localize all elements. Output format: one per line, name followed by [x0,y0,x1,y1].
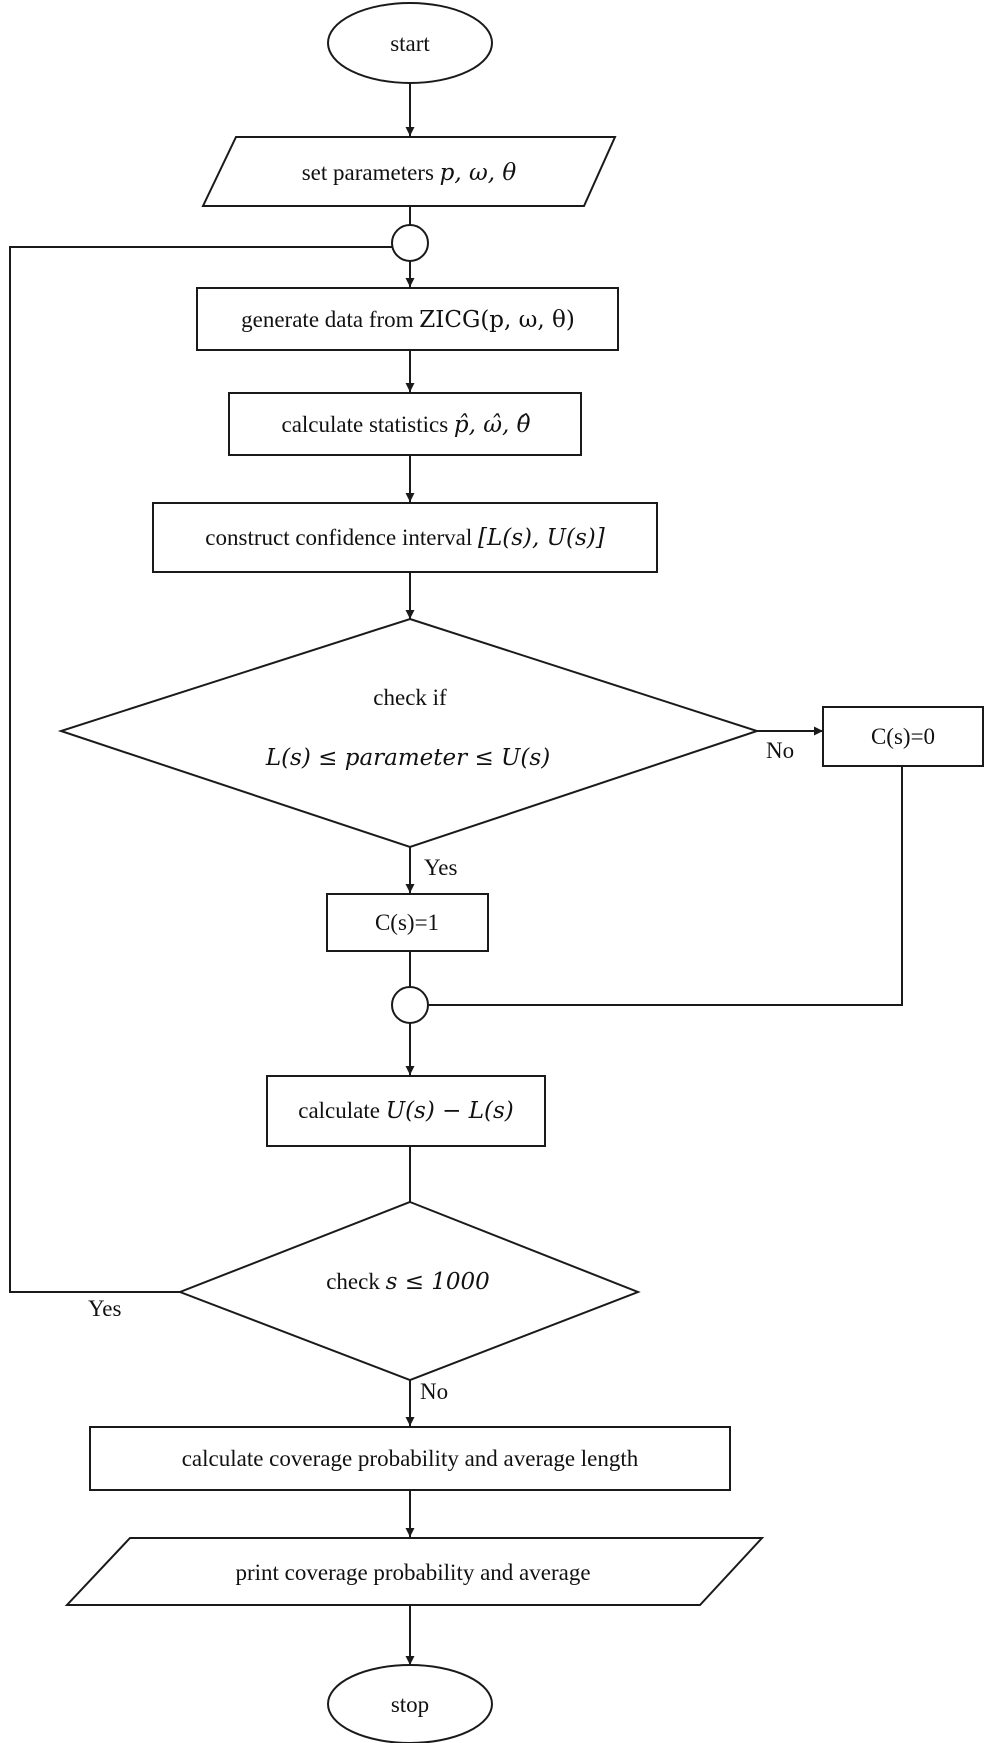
print-coverage-label: print coverage probability and average [235,1560,590,1585]
calculate-statistics-label: calculate statistics p̂, ω̂, θ̂ [281,412,530,438]
merge-junction [391,986,429,1024]
generate-data-label: generate data from ZICG(p, ω, θ) [241,307,575,333]
no-label-check: No [766,738,794,763]
edge-check-s-yes-loop [9,246,392,1293]
start-label: start [390,31,430,56]
check-s-decision: check s ≤ 1000 [177,1200,641,1382]
generate-data-process: generate data from ZICG(p, ω, θ) [196,287,619,351]
edge-c-zero-to-junction [428,766,903,1006]
c-one-process: C(s)=1 [326,893,489,952]
c-one-label: C(s)=1 [375,910,439,935]
check-s-label: check s ≤ 1000 [326,1269,490,1295]
set-parameters-label: set parameters p, ω, θ [302,160,517,186]
check-condition-label: L(s) ≤ parameter ≤ U(s) [265,745,550,771]
c-zero-label: C(s)=0 [871,724,935,749]
construct-interval-process: construct confidence interval [L(s), U(s… [152,502,658,573]
yes-label-loop: Yes [88,1296,122,1321]
c-zero-process: C(s)=0 [822,706,984,767]
connectors [9,83,903,1665]
check-if-label: check if [373,685,447,710]
yes-label-check: Yes [424,855,458,880]
calculate-coverage-label: calculate coverage probability and avera… [182,1446,639,1471]
calculate-coverage-process: calculate coverage probability and avera… [89,1426,731,1491]
construct-interval-label: construct confidence interval [L(s), U(s… [205,525,604,551]
stop-label: stop [391,1692,429,1717]
calculate-length-process: calculate U(s) − L(s) [266,1075,546,1147]
calculate-length-label: calculate U(s) − L(s) [298,1098,514,1124]
stop-terminal: stop [327,1664,493,1743]
no-label-check-s: No [420,1379,448,1404]
calculate-statistics-process: calculate statistics p̂, ω̂, θ̂ [228,392,582,456]
start-terminal: start [327,2,493,84]
check-interval-decision: check if L(s) ≤ parameter ≤ U(s) [57,617,761,849]
print-coverage-output: print coverage probability and average [64,1537,765,1606]
loop-junction [391,224,429,262]
set-parameters-input: set parameters p, ω, θ [201,136,617,207]
